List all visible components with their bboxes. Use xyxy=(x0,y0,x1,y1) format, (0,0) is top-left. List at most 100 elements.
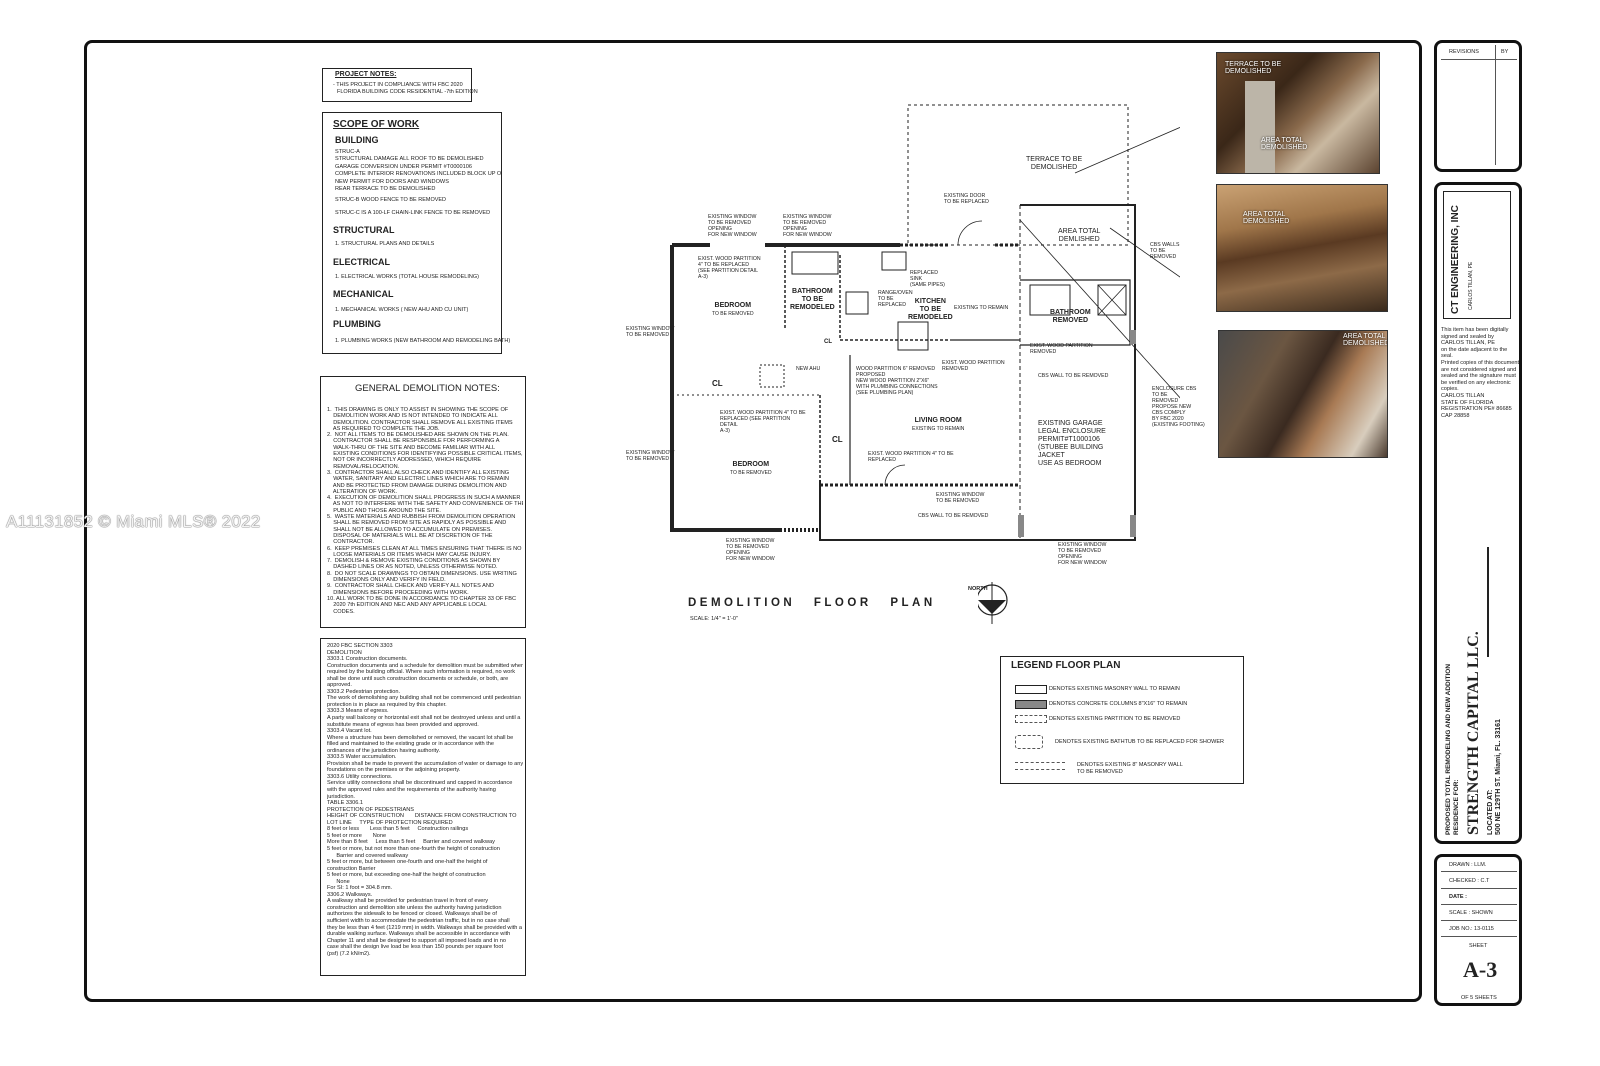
building-line: COMPLETE INTERIOR RENOVATIONS INCLUDED B… xyxy=(335,171,501,178)
fbc-line: foundations on the premises or the adjoi… xyxy=(327,767,461,774)
firm-name: CT ENGINEERING, INC xyxy=(1450,205,1461,314)
fbc-line: 5 feet or more None xyxy=(327,832,387,839)
demolition-note-line: LOOSE MATERIALS OR ITEMS WHICH MAY CAUSE… xyxy=(327,551,491,558)
fbc-line: Chapter 11 and shall be designed to supp… xyxy=(327,937,507,944)
demolition-note-line: DIMENSIONS ONLY AND VERIFY IN FIELD. xyxy=(327,577,446,584)
demolition-note-line: DIMENSIONS BEFORE PROCEEDING WITH WORK. xyxy=(327,589,469,596)
revisions-block: REVISIONS BY xyxy=(1434,40,1522,172)
plan-note: EXIST. WOOD PARTITION REMOVED xyxy=(1030,343,1093,355)
legend-title: LEGEND FLOOR PLAN xyxy=(1011,660,1121,671)
fbc-line: construction Barrier xyxy=(327,865,376,872)
demolition-note-line: 9. CONTRACTOR SHALL CHECK AND VERIFY ALL… xyxy=(327,583,494,590)
fbc-line: 3303.4 Vacant lot. xyxy=(327,728,372,735)
legend-swatch-masonry-removed xyxy=(1015,762,1065,770)
fbc-line: Provision shall be made to prevent the a… xyxy=(327,760,523,767)
room-label: BEDROOM xyxy=(732,461,770,468)
fbc-line: ordinances of the jurisdiction having au… xyxy=(327,747,441,754)
demolition-note-line: AS REQUIRED TO COMPLETE THE JOB. xyxy=(327,425,440,432)
fbc-line: Service utility connections shall be dis… xyxy=(327,780,513,787)
fbc-line: Where a structure has been demolished or… xyxy=(327,734,514,741)
legend-swatch-masonry xyxy=(1015,685,1047,694)
mechanical-heading: MECHANICAL xyxy=(333,289,394,299)
project-address: 500 NE 129TH ST. Miami, FL. 33161 xyxy=(1495,719,1502,835)
demolition-note-line: PUBLIC AND THOSE AROUND THE SITE. xyxy=(327,507,441,514)
room-sublabel: EXISTING TO REMAIN xyxy=(912,426,965,432)
demolition-note-line: DASHED LINES OR AS NOTED, UNLESS OTHERWI… xyxy=(327,564,498,571)
mls-watermark: A11131852 © Miami MLS® 2022 xyxy=(6,512,261,531)
firm-stamp-box: CT ENGINEERING, INC CARLOS TILLAN, PE xyxy=(1443,191,1511,319)
room-bathroom-2: BATHROOM REMOVED xyxy=(1050,309,1091,324)
plan-note: EXISTING WINDOW TO BE REMOVED OPENING FO… xyxy=(1058,542,1107,566)
plumbing-heading: PLUMBING xyxy=(333,319,381,329)
demolition-note-line: 2. NOT ALL ITEMS TO BE DEMOLISHED ARE SH… xyxy=(327,432,509,439)
demolition-note-line: CONTRACTOR. xyxy=(327,539,375,546)
fbc-line: The work of demolishing any building sha… xyxy=(327,695,521,702)
fbc-line: 5 feet or more, but not more than one-fo… xyxy=(327,845,500,852)
sheet-number: A-3 xyxy=(1463,957,1498,982)
plan-note: ENCLOSURE CBS TO BE REMOVED PROPOSE NEW … xyxy=(1152,386,1205,428)
structural-line: 1. STRUCTURAL PLANS AND DETAILS xyxy=(335,241,435,247)
demolition-note-line: WALK-THRU OF THE SITE AND BECOME FAMILIA… xyxy=(327,444,496,451)
fbc-line: 3306.2 Walkways. xyxy=(327,891,373,898)
digital-note-line: CARLOS TILLAN xyxy=(1441,392,1485,399)
fbc-line: durable walking surface. Walkways shall … xyxy=(327,931,511,938)
building-line: GARAGE CONVERSION UNDER PERMIT #T0000106 xyxy=(335,163,472,170)
photo-caption: TERRACE TO BE DEMOLISHED xyxy=(1225,61,1282,75)
plan-note: EXISTING WINDOW TO BE REMOVED OPENING FO… xyxy=(726,538,775,562)
room-garage: EXISTING GARAGE LEGAL ENCLOSURE PERMIT#T… xyxy=(1038,420,1106,467)
struc-b-line: STRUC-B WOOD FENCE TO BE REMOVED xyxy=(335,197,447,203)
fbc-line: jurisdiction. xyxy=(327,793,355,800)
plumbing-line: 1. PLUMBING WORKS (NEW BATHROOM AND REMO… xyxy=(335,338,511,344)
photo-roof-damage: AREA TOTAL DEMOLISHED xyxy=(1216,184,1388,312)
demolition-note-line: EXISTING CONDITIONS FOR IDENTIFYING POSS… xyxy=(327,451,523,458)
building-heading: BUILDING xyxy=(335,135,379,145)
plan-note: CBS WALL TO BE REMOVED xyxy=(918,513,989,519)
fbc-line: protection is in place as required by th… xyxy=(327,701,447,708)
fbc-line: with the approved rules and the requirem… xyxy=(327,787,496,794)
client-name: STRENGTH CAPITAL LLC. xyxy=(1465,631,1482,835)
building-line: STRUCTURAL DAMAGE ALL ROOF TO BE DEMOLIS… xyxy=(335,156,484,163)
room-label: LIVING ROOM xyxy=(914,417,962,424)
digital-note-line: STATE OF FLORIDA xyxy=(1441,399,1494,406)
demolition-note-line: NOT OR INCORRECTLY ADDRESSED, WHICH REQU… xyxy=(327,457,482,464)
closet-label: CL xyxy=(832,435,843,444)
fbc-line: A party wall balcony or horizontal exit … xyxy=(327,715,521,722)
demolition-note-line: 8. DO NOT SCALE DRAWINGS TO OBTAIN DIMEN… xyxy=(327,570,517,577)
plan-note: REPLACED SINK (SAME PIPES) xyxy=(910,270,945,288)
demolition-note-line: ALTERATION OF WORK. xyxy=(327,488,398,495)
demolition-note-line: AS NOT TO INTERFERE WITH THE SAFETY AND … xyxy=(327,501,523,508)
sheet-label: SHEET xyxy=(1469,943,1488,949)
demolition-floor-plan xyxy=(670,104,1180,541)
general-demolition-notes-box: GENERAL DEMOLITION NOTES: 1. THIS DRAWIN… xyxy=(320,376,526,628)
project-notes-line: FLORIDA BUILDING CODE RESIDENTIAL -7th E… xyxy=(337,89,478,95)
struc-c-line: STRUC-C IS A 100-LF CHAIN-LINK FENCE TO … xyxy=(335,210,491,216)
demolition-note-line: DISPOSAL OF MATERIALS WILL BE AT DISCRET… xyxy=(327,532,493,539)
by-label: BY xyxy=(1501,49,1509,55)
legend-swatch-partition xyxy=(1015,715,1047,723)
electrical-heading: ELECTRICAL xyxy=(333,257,390,267)
fbc-line: 3303.6 Utility connections. xyxy=(327,773,393,780)
digital-note-line: signed and sealed by xyxy=(1441,333,1494,340)
digital-note-line: sealed and the signature must xyxy=(1441,373,1516,380)
project-description: PROPOSED TOTAL REMODELING AND NEW ADDITI… xyxy=(1445,663,1452,835)
scope-of-work-box: SCOPE OF WORK BUILDING STRUC-A STRUCTURA… xyxy=(322,112,510,354)
firm-title-block: CT ENGINEERING, INC CARLOS TILLAN, PE Th… xyxy=(1434,182,1522,844)
demolition-note-line: DEMOLITION WORK AND IS NOT INTENDED TO I… xyxy=(327,413,498,420)
photo-caption: AREA TOTAL DEMOLISHED xyxy=(1243,211,1290,225)
legend-swatch-bathtub xyxy=(1015,735,1043,749)
demolition-note-line: 4. EXECUTION OF DEMOLITION SHALL PROGRES… xyxy=(327,495,521,502)
fbc-line: PROTECTION OF PEDESTRIANS xyxy=(327,806,415,813)
fbc-line: A walkway shall be provided for pedestri… xyxy=(327,898,489,905)
fbc-line: 2020 FBC SECTION 3303 xyxy=(327,643,393,649)
plan-note: EXIST. WOOD PARTITION REMOVED xyxy=(942,360,1005,372)
demolition-notes-list: 1. THIS DRAWING IS ONLY TO ASSIST IN SHO… xyxy=(327,407,523,615)
residence-for: RESIDENCE FOR: xyxy=(1453,779,1460,835)
job-number: JOB NO.: 13-0115 xyxy=(1449,926,1494,932)
plan-scale: SCALE: 1/4" = 1'-0" xyxy=(690,616,738,622)
project-notes-box: PROJECT NOTES: - THIS PROJECT IN COMPLIA… xyxy=(322,68,478,102)
plan-note: EXISTING TO REMAIN xyxy=(954,305,1009,311)
